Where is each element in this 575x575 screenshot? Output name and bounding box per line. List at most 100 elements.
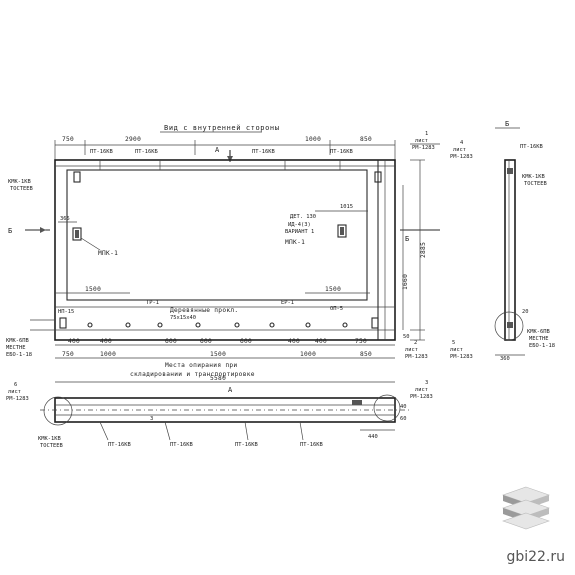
section-b-left-marker: Б: [8, 227, 50, 235]
view-title: Вид с внутренней стороны: [164, 124, 280, 132]
svg-text:3: 3: [150, 416, 153, 422]
np-label: НП-15: [58, 309, 74, 315]
svg-text:МПК-1: МПК-1: [98, 250, 118, 257]
svg-text:лист: лист: [415, 387, 428, 393]
section-a-bottom-marker: А: [228, 386, 233, 394]
sheet-ref-1: 1 лист РМ-1283: [410, 131, 440, 151]
svg-text:1660: 1660: [402, 274, 409, 290]
svg-text:РМ-1283: РМ-1283: [450, 354, 473, 360]
svg-text:1000: 1000: [100, 351, 116, 358]
svg-text:60: 60: [400, 416, 407, 422]
plan-view: ПТ-16КВ ПТ-16КВ ПТ-16КВ ПТ-16КВ КМК-1КВ …: [38, 394, 410, 449]
svg-text:РМ-1283: РМ-1283: [6, 396, 29, 402]
brand-block: gbi22.ru: [479, 485, 565, 565]
loop-top-left: [73, 171, 81, 183]
svg-text:ВАРИАНТ 1: ВАРИАНТ 1: [285, 229, 314, 235]
kmk-top-label: КМК-1КВ: [8, 179, 31, 185]
svg-text:лист: лист: [405, 347, 418, 353]
svg-text:1000: 1000: [300, 351, 316, 358]
svg-text:600: 600: [165, 338, 177, 345]
overall-dimension: 5580: [55, 375, 395, 383]
svg-text:ПТ-16КВ: ПТ-16КВ: [235, 442, 258, 448]
mpk-left-plate: МПК-1 365: [58, 216, 118, 257]
support-points: [59, 317, 379, 329]
svg-text:КМК-1КВ: КМК-1КВ: [38, 436, 61, 442]
svg-text:КМК-1КВ: КМК-1КВ: [522, 174, 545, 180]
pt-top-4: ПТ-16КВ: [330, 149, 353, 155]
svg-text:лист: лист: [8, 389, 21, 395]
tp-label: ТР-1: [146, 300, 159, 306]
svg-text:1500: 1500: [85, 286, 101, 293]
svg-text:РМ-1283: РМ-1283: [450, 154, 473, 160]
loop-top-right: [374, 171, 382, 183]
storage-note-2: складировании и транспортировке: [130, 371, 255, 378]
svg-text:РМ-1283: РМ-1283: [412, 145, 435, 151]
svg-text:3: 3: [425, 380, 428, 386]
svg-text:А: А: [215, 146, 220, 154]
svg-text:ТОСТЕЕВ: ТОСТЕЕВ: [40, 443, 63, 449]
svg-text:750: 750: [62, 351, 74, 358]
sheet-ref-6: 6 лист РМ-1283: [6, 382, 29, 402]
bottom-dimension-row-1: 400 400 600 600 600 400 400 750: [55, 338, 395, 346]
sheet-ref-3: 3 лист РМ-1283: [410, 380, 433, 400]
svg-text:ПТ-16КВ: ПТ-16КВ: [108, 442, 131, 448]
svg-text:Б: Б: [405, 235, 410, 243]
brand-site-label: gbi22.ru: [506, 549, 565, 565]
svg-text:40: 40: [400, 404, 407, 410]
panel-outline: [54, 159, 396, 341]
kmk-bottom-sub2: ЕБО-1-18: [6, 352, 32, 358]
svg-text:2885: 2885: [420, 242, 427, 258]
svg-text:лист: лист: [453, 147, 466, 153]
svg-text:850: 850: [360, 351, 372, 358]
svg-text:Б: Б: [505, 120, 510, 128]
svg-text:400: 400: [288, 338, 300, 345]
wood-pads-size: 75x15x40: [170, 315, 196, 321]
svg-text:5580: 5580: [210, 375, 226, 382]
svg-text:1500: 1500: [325, 286, 341, 293]
svg-text:ТОСТЕЕВ: ТОСТЕЕВ: [524, 181, 547, 187]
storage-note-1: Места опирания при: [165, 362, 237, 369]
svg-text:ПТ-16КВ: ПТ-16КВ: [300, 442, 323, 448]
wood-pads-label: Деревянные прокл.: [170, 307, 238, 314]
svg-text:лист: лист: [450, 347, 463, 353]
inner-dims-1500: 1500 1500: [55, 286, 370, 294]
svg-text:1: 1: [425, 131, 428, 137]
right-dimension-line: 2885 1660 50: [402, 159, 427, 341]
svg-text:4: 4: [460, 140, 463, 146]
dim-top-2: 2900: [125, 136, 141, 143]
svg-text:лист: лист: [415, 138, 428, 144]
svg-text:МЕСТНЕ: МЕСТНЕ: [529, 336, 548, 342]
svg-text:ПТ-16КВ: ПТ-16КВ: [520, 144, 543, 150]
kmk-bottom-sub: МЕСТНЕ: [6, 345, 25, 351]
svg-text:КМК-6ПВ: КМК-6ПВ: [527, 329, 550, 335]
kmk-bottom-label: КМК-6ПВ: [6, 338, 29, 344]
svg-text:600: 600: [240, 338, 252, 345]
kmk-top-sub: ТОСТЕЕВ: [10, 186, 33, 192]
svg-text:МПК-1: МПК-1: [285, 239, 305, 246]
side-section-view: Б 360 20 ПТ-16КВ КМК-1КВ ТОСТЕЕВ КМК-6ПВ…: [494, 120, 555, 362]
svg-text:РМ-1283: РМ-1283: [410, 394, 433, 400]
svg-text:440: 440: [368, 434, 378, 440]
svg-text:750: 750: [355, 338, 367, 345]
pt-top-1: ПТ-16КВ: [90, 149, 113, 155]
top-dimension-line: 750 2900 1000 850: [54, 136, 396, 160]
svg-text:Б: Б: [8, 227, 13, 235]
svg-text:2: 2: [414, 340, 417, 346]
svg-text:ЕБО-1-18: ЕБО-1-18: [529, 343, 555, 349]
svg-text:400: 400: [315, 338, 327, 345]
mpk-right-plate: ДЕТ. 130 ИД-4(3) ВАРИАНТ 1 МПК-1 1015: [285, 204, 368, 246]
pt-top-3: ПТ-16КВ: [252, 149, 275, 155]
svg-text:РМ-1283: РМ-1283: [405, 354, 428, 360]
op-label: ОП-5: [330, 306, 343, 312]
svg-text:ПТ-16КВ: ПТ-16КВ: [170, 442, 193, 448]
svg-text:50: 50: [403, 334, 410, 340]
brand-logo-icon: [502, 486, 550, 530]
sheet-ref-5: 5 лист РМ-1283: [450, 340, 473, 360]
svg-text:5: 5: [452, 340, 455, 346]
svg-text:400: 400: [68, 338, 80, 345]
svg-text:1015: 1015: [340, 204, 353, 210]
sheet-ref-4: 4 лист РМ-1283: [450, 140, 473, 160]
svg-text:400: 400: [100, 338, 112, 345]
svg-text:20: 20: [522, 309, 529, 315]
